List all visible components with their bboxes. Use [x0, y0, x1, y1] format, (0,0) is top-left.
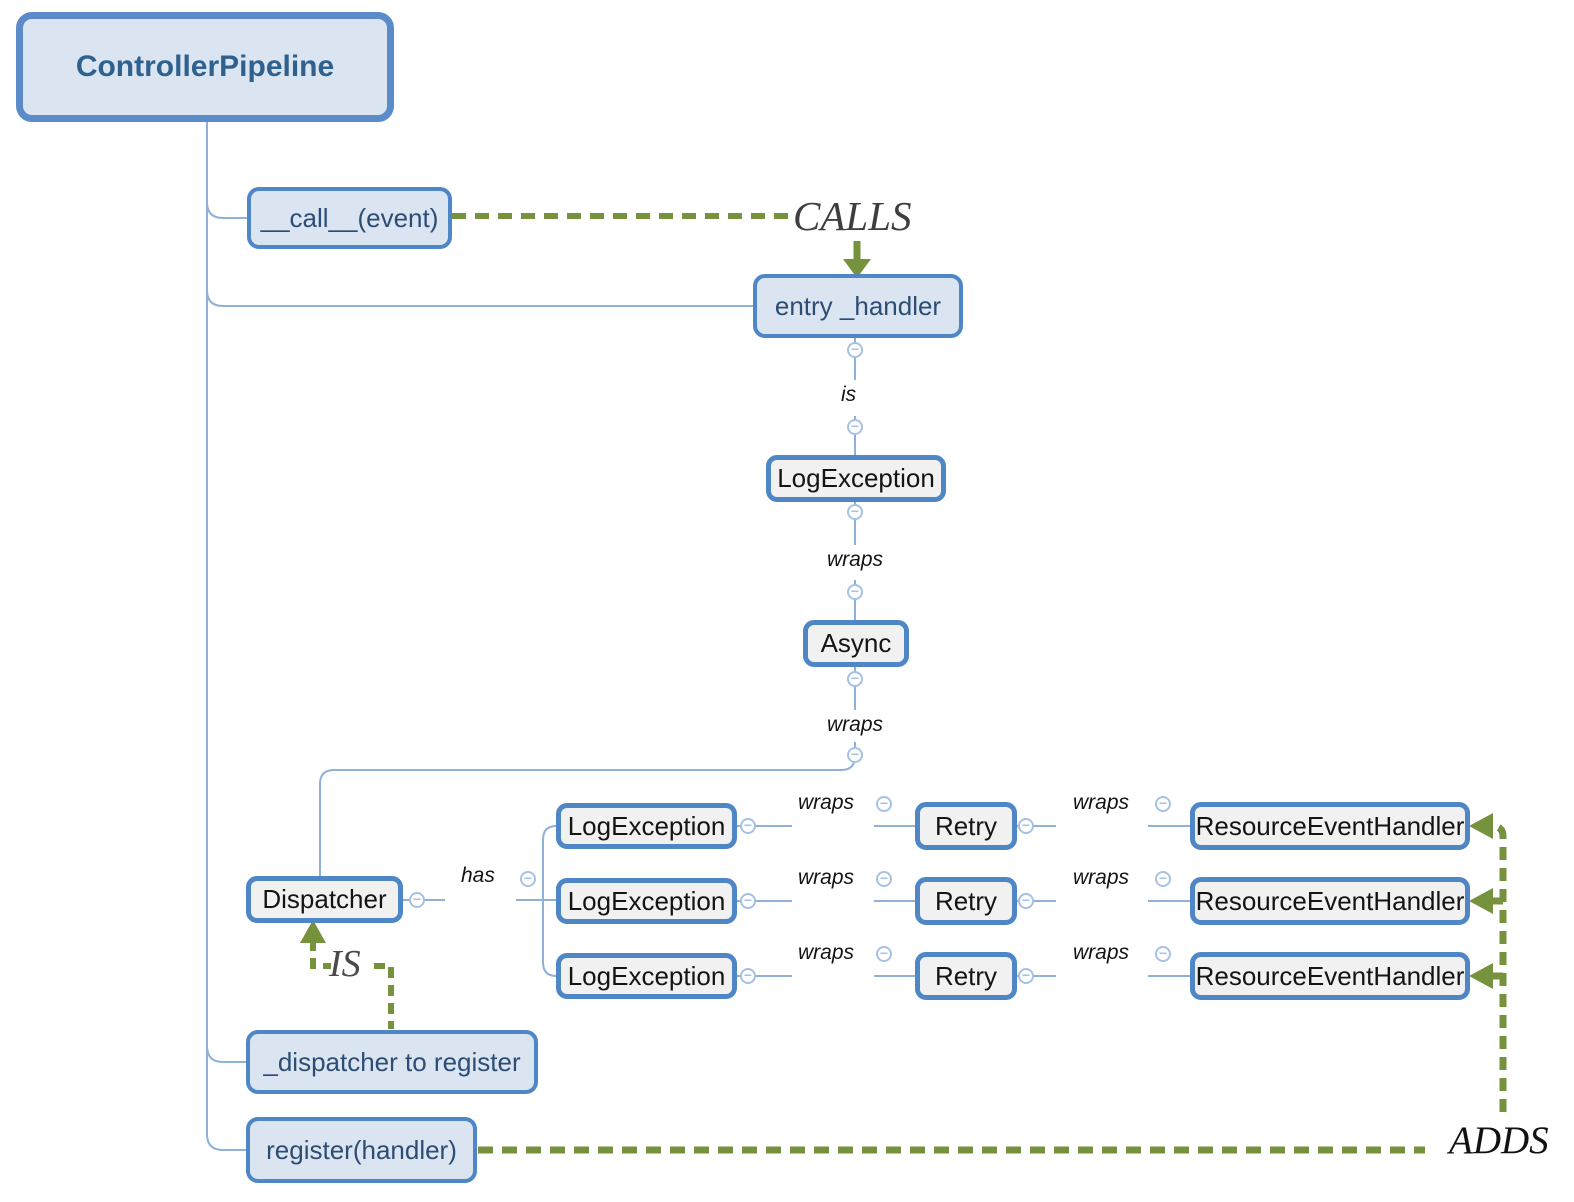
node-row2-resource-event-handler[interactable]: ResourceEventHandler [1190, 877, 1470, 925]
collapse-icon[interactable]: − [847, 584, 863, 600]
node-row2-log-exception[interactable]: LogException [556, 878, 737, 924]
collapse-icon[interactable]: − [1155, 946, 1171, 962]
edge-label-is: is [838, 383, 860, 407]
edge-label-row2-wraps-b: wraps [1070, 866, 1133, 890]
collapse-icon[interactable]: − [847, 419, 863, 435]
collapse-icon[interactable]: − [876, 946, 892, 962]
node-row3-retry[interactable]: Retry [915, 952, 1017, 1000]
collapse-icon[interactable]: − [1155, 796, 1171, 812]
relation-label-adds: ADDS [1449, 1119, 1549, 1162]
node-dispatcher-to-register[interactable]: _dispatcher to register [246, 1030, 538, 1094]
adds-arrowhead-row1 [1469, 813, 1493, 839]
node-register-method[interactable]: register(handler) [246, 1117, 477, 1183]
edge-label-wraps-2: wraps [824, 713, 887, 737]
node-call-method[interactable]: __call__(event) [247, 187, 452, 249]
is-dashed-line [310, 940, 394, 1029]
collapse-icon[interactable]: − [1155, 871, 1171, 887]
collapse-icon[interactable]: − [520, 871, 536, 887]
node-controller-pipeline[interactable]: ControllerPipeline [16, 12, 394, 122]
collapse-icon[interactable]: − [1018, 893, 1034, 909]
collapse-icon[interactable]: − [876, 871, 892, 887]
collapse-icon[interactable]: − [740, 818, 756, 834]
collapse-icon[interactable]: − [1018, 968, 1034, 984]
tree-connectors [206, 122, 1190, 1151]
adds-arrowhead-row3 [1469, 963, 1493, 989]
node-row2-retry[interactable]: Retry [915, 877, 1017, 925]
collapse-icon[interactable]: − [847, 504, 863, 520]
relation-label-calls: CALLS [793, 193, 912, 239]
adds-arrowhead-row2 [1469, 888, 1493, 914]
collapse-icon[interactable]: − [409, 892, 425, 908]
edge-label-row1-wraps-b: wraps [1070, 791, 1133, 815]
edge-label-row2-wraps-a: wraps [795, 866, 858, 890]
has-bracket [403, 825, 557, 977]
collapse-icon[interactable]: − [740, 893, 756, 909]
node-row3-log-exception[interactable]: LogException [556, 953, 737, 999]
collapse-icon[interactable]: − [876, 796, 892, 812]
edge-label-wraps-1: wraps [824, 548, 887, 572]
branch-entry-handler [206, 289, 753, 307]
chain-entry-to-dispatcher [319, 338, 856, 876]
edge-label-row3-wraps-b: wraps [1070, 941, 1133, 965]
node-log-exception[interactable]: LogException [766, 455, 946, 502]
edge-label-row1-wraps-a: wraps [795, 791, 858, 815]
node-row1-retry[interactable]: Retry [915, 802, 1017, 850]
node-async[interactable]: Async [803, 620, 909, 667]
adds-vertical-dashed-line [1490, 822, 1507, 1112]
node-row1-resource-event-handler[interactable]: ResourceEventHandler [1190, 802, 1470, 850]
calls-arrowhead [843, 259, 871, 278]
collapse-icon[interactable]: − [847, 342, 863, 358]
collapse-icon[interactable]: − [847, 671, 863, 687]
node-dispatcher[interactable]: Dispatcher [246, 876, 403, 923]
collapse-icon[interactable]: − [847, 747, 863, 763]
branch-call [206, 201, 247, 219]
node-entry-handler[interactable]: entry _handler [753, 274, 963, 338]
collapse-icon[interactable]: − [740, 968, 756, 984]
branch-dispatcher-to-register [206, 1045, 246, 1063]
is-arrowhead [300, 920, 326, 943]
branch-register [206, 1133, 246, 1151]
relation-links [300, 213, 1507, 1154]
edge-label-row3-wraps-a: wraps [795, 941, 858, 965]
relation-label-is: IS [329, 943, 361, 985]
node-row3-resource-event-handler[interactable]: ResourceEventHandler [1190, 952, 1470, 1000]
node-row1-log-exception[interactable]: LogException [556, 803, 737, 849]
collapse-icon[interactable]: − [1018, 818, 1034, 834]
edge-label-has: has [458, 864, 498, 888]
